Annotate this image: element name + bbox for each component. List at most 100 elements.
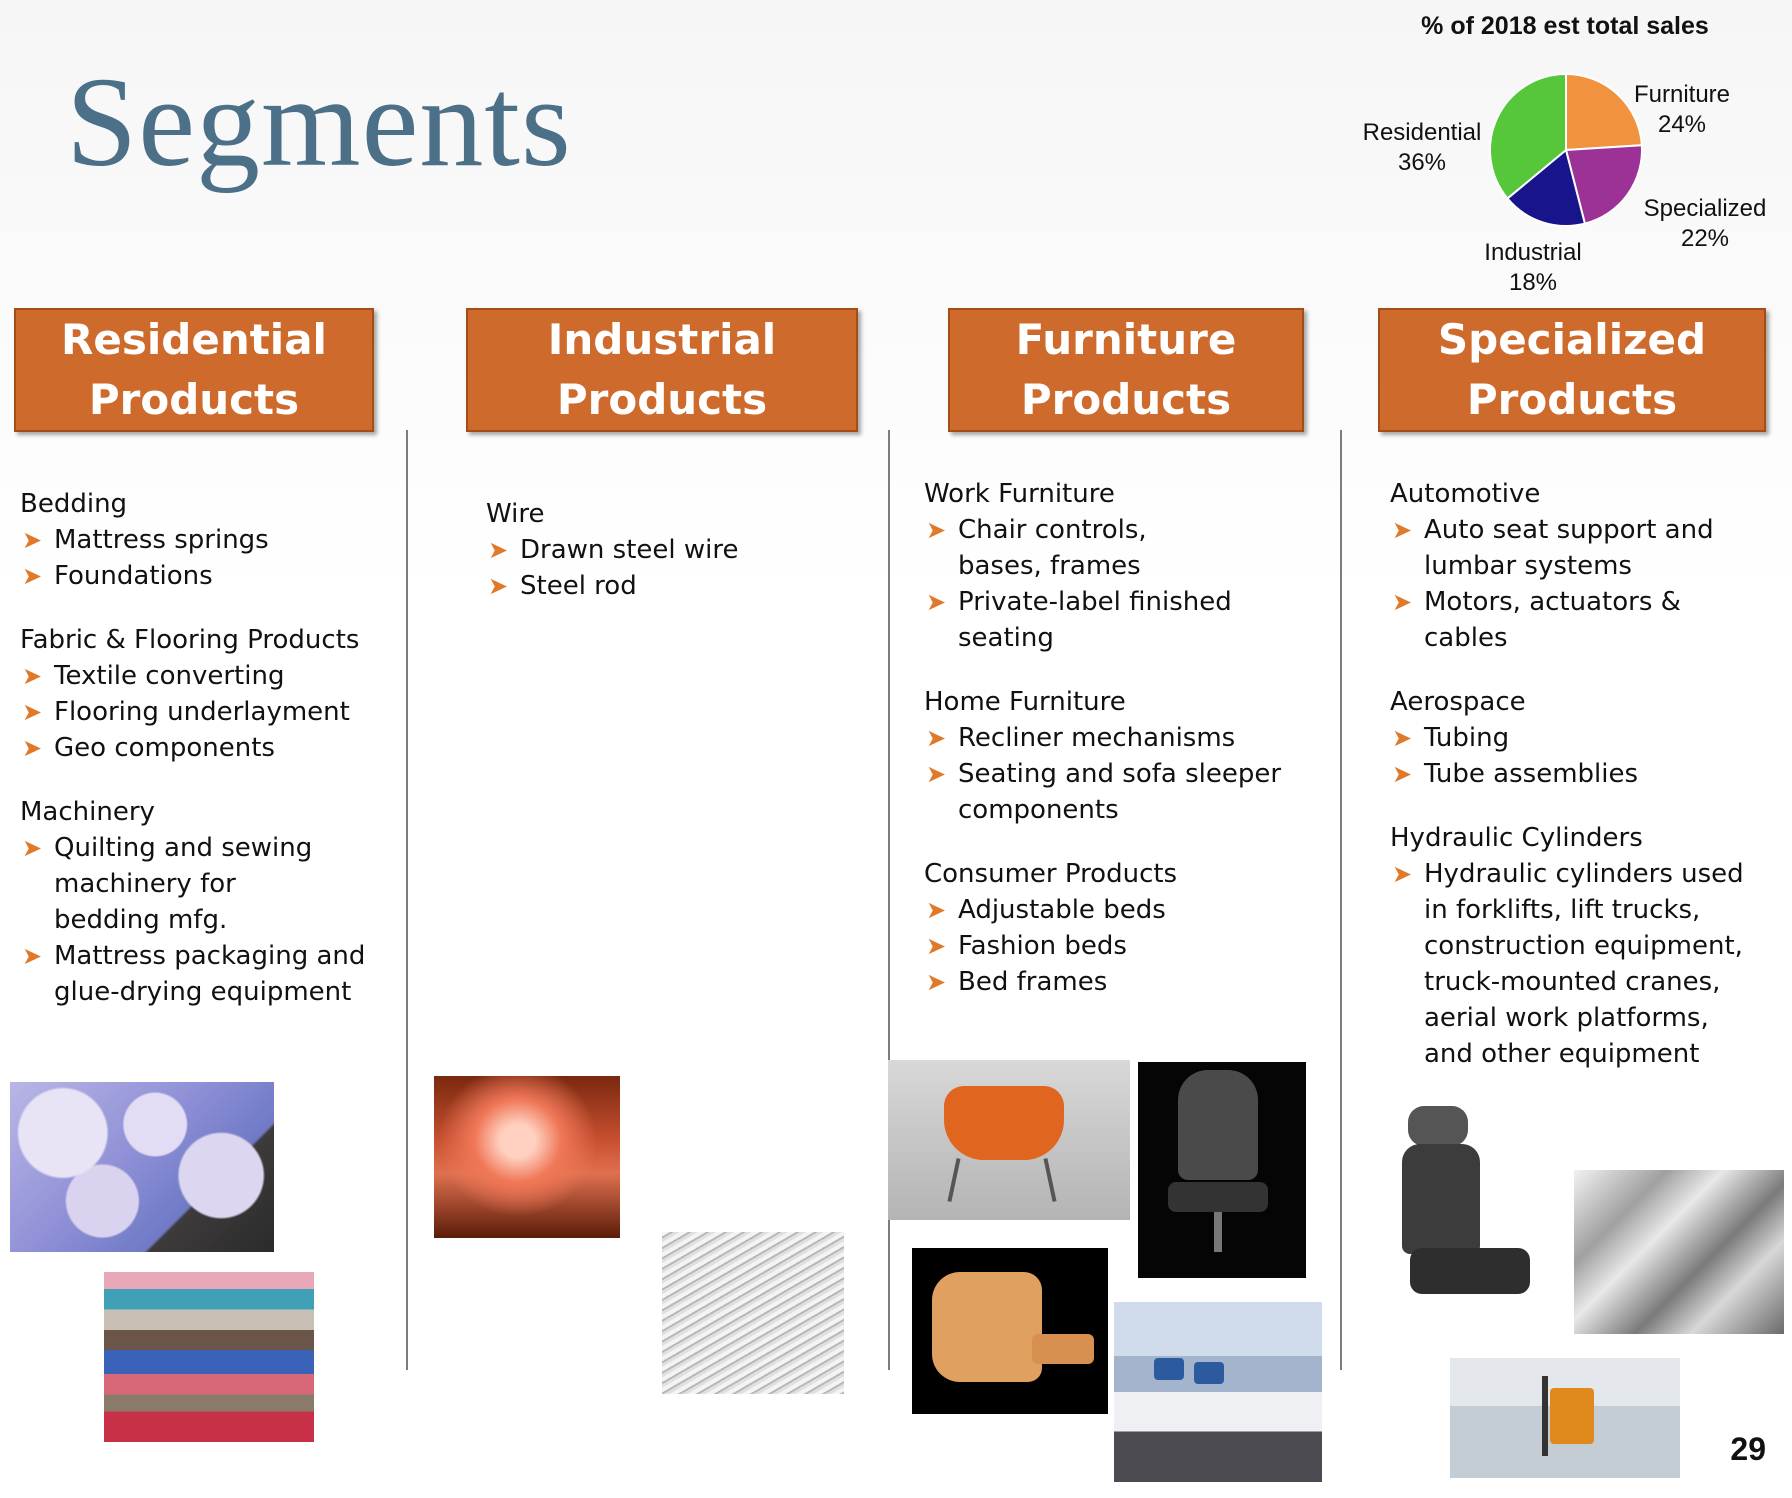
recliner-body-shape	[932, 1272, 1042, 1382]
group-automotive: Automotive ➤Auto seat support and lumbar…	[1390, 476, 1770, 656]
group-title: Machinery	[20, 797, 155, 827]
chair-seat-shape	[944, 1086, 1064, 1160]
list-item-text: Textile converting	[54, 661, 285, 691]
pie-chart	[1489, 72, 1643, 227]
arrow-bullet-icon: ➤	[1392, 860, 1413, 888]
arrow-bullet-icon: ➤	[22, 734, 43, 762]
industrial-products-header: Industrial Products	[466, 308, 858, 432]
arrow-bullet-icon: ➤	[1392, 724, 1413, 752]
pie-label-specialized-name: Specialized	[1643, 195, 1767, 222]
list-item: ➤ Hydraulic cylinders used in forklifts, …	[1390, 856, 1764, 1072]
arrow-bullet-icon: ➤	[22, 526, 43, 554]
foam-layers-image	[104, 1272, 314, 1442]
list-item: ➤Quilting and sewing machinery for beddi…	[20, 830, 334, 938]
chair-post-shape	[1214, 1212, 1222, 1252]
group-title: Aerospace	[1390, 687, 1526, 717]
pillow-shape	[1154, 1358, 1184, 1380]
pie-label-industrial-value: 18%	[1508, 269, 1558, 296]
hot-steel-rod-image	[434, 1076, 620, 1238]
group-title: Hydraulic Cylinders	[1390, 823, 1643, 853]
list-item: ➤ Bed frames	[924, 964, 1284, 1000]
list-item-text: Seating and sofa sleeper components	[958, 759, 1282, 825]
recliner-image	[912, 1248, 1108, 1414]
group-hydraulic-cylinders: Hydraulic Cylinders ➤ Hydraulic cylinders…	[1390, 820, 1770, 1072]
mattress-springs-image	[10, 1082, 274, 1252]
arrow-bullet-icon: ➤	[1392, 760, 1413, 788]
arrow-bullet-icon: ➤	[926, 760, 947, 788]
group-wire: Wire ➤Drawn steel wire ➤Steel rod	[486, 496, 846, 604]
header-line: Specialized	[1437, 315, 1707, 364]
list-item: ➤Mattress springs	[20, 522, 380, 558]
group-consumer-products: Consumer Products ➤ Adjustable beds ➤ Fash…	[924, 856, 1284, 1000]
chart-title: % of 2018 est total sales	[1421, 12, 1709, 40]
header-line: Residential	[61, 315, 327, 364]
pillow-shape	[1194, 1362, 1224, 1384]
furniture-list: Work Furniture ➤Chair controls, bases, f…	[924, 476, 1284, 1028]
chair-back-shape	[1178, 1070, 1258, 1180]
arrow-bullet-icon: ➤	[926, 968, 947, 996]
group-home-furniture: Home Furniture ➤ Recliner mechanisms ➤ Sea…	[924, 684, 1284, 828]
list-item-text: Fashion beds	[958, 931, 1127, 961]
office-chair-image	[1138, 1062, 1306, 1278]
group-title: Home Furniture	[924, 687, 1126, 717]
list-item-text: Recliner mechanisms	[958, 723, 1236, 753]
list-item: ➤Private-label finished seating	[924, 584, 1248, 656]
list-item: ➤Steel rod	[486, 568, 846, 604]
list-item: ➤ Flooring underlayment	[20, 694, 380, 730]
pie-label-residential-value: 36%	[1397, 149, 1447, 176]
pie-label-industrial-name: Industrial	[1484, 239, 1582, 266]
column-divider	[1340, 430, 1342, 1370]
arrow-bullet-icon: ➤	[926, 724, 947, 752]
forklift-body-shape	[1550, 1388, 1594, 1444]
pie-slice-specialized	[1564, 144, 1643, 225]
pie-label-furniture: Furniture 24%	[1622, 80, 1742, 140]
list-item: ➤ Adjustable beds	[924, 892, 1284, 928]
arrow-bullet-icon: ➤	[926, 516, 947, 544]
wire-coil-image	[662, 1232, 844, 1394]
header-line: Products	[1466, 375, 1678, 424]
column-divider	[888, 430, 890, 1370]
list-item: ➤ Geo components	[20, 730, 380, 766]
group-title: Consumer Products	[924, 859, 1178, 889]
pie-label-residential-name: Residential	[1362, 119, 1482, 146]
column-divider	[406, 430, 408, 1370]
list-item: ➤ Textile converting	[20, 658, 380, 694]
list-item: ➤Motors, actuators & cables	[1390, 584, 1770, 656]
headrest-shape	[1408, 1106, 1468, 1146]
list-item-text: Tubing	[1424, 723, 1510, 753]
page-title: Segments	[66, 51, 572, 193]
arrow-bullet-icon: ➤	[926, 932, 947, 960]
list-item-text: Private-label finished seating	[958, 587, 1232, 653]
list-item-text: Flooring underlayment	[54, 697, 350, 727]
car-seat-image	[1380, 1100, 1540, 1310]
list-item: ➤Mattress packaging and glue-drying equi…	[20, 938, 374, 1010]
header-line: Furniture	[1015, 315, 1237, 364]
recliner-footrest-shape	[1032, 1334, 1094, 1364]
arrow-bullet-icon: ➤	[926, 896, 947, 924]
list-item: ➤ Seating and sofa sleeper components	[924, 756, 1298, 828]
pie-slice-furniture	[1565, 72, 1643, 152]
arrow-bullet-icon: ➤	[1392, 588, 1413, 616]
arrow-bullet-icon: ➤	[22, 662, 43, 690]
arrow-bullet-icon: ➤	[22, 698, 43, 726]
group-title: Fabric & Flooring Products	[20, 625, 360, 655]
list-item-text: Chair controls, bases, frames	[958, 515, 1147, 581]
seat-back-shape	[1402, 1144, 1480, 1254]
header-line: Products	[1020, 375, 1232, 424]
list-item-text: Adjustable beds	[958, 895, 1166, 925]
seat-cushion-shape	[1410, 1248, 1530, 1294]
arrow-bullet-icon: ➤	[22, 834, 43, 862]
list-item-text: Drawn steel wire	[520, 535, 739, 565]
arrow-bullet-icon: ➤	[488, 536, 509, 564]
group-machinery: Machinery ➤Quilting and sewing machinery…	[20, 794, 380, 1010]
list-item: ➤Foundations	[20, 558, 380, 594]
list-item: ➤ Tubing	[1390, 720, 1770, 756]
arrow-bullet-icon: ➤	[488, 572, 509, 600]
list-item-text: Hydraulic cylinders used in forklifts, l…	[1424, 859, 1744, 1069]
list-item-text: Bed frames	[958, 967, 1108, 997]
list-item-text: Geo components	[54, 733, 275, 763]
chair-seat-shape	[1168, 1182, 1268, 1212]
header-line: Products	[88, 375, 300, 424]
residential-list: Bedding ➤Mattress springs ➤Foundations F…	[20, 486, 380, 1038]
pie-label-residential: Residential 36%	[1354, 118, 1490, 178]
